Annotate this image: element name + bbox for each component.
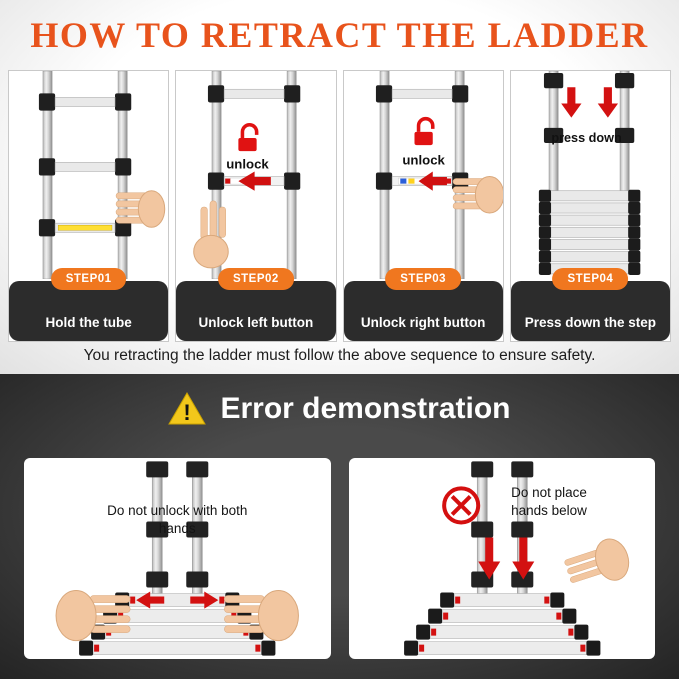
hand-illustration [55,590,131,642]
error-text: Do not place hands below [511,485,587,519]
unlock-label: unlock [227,156,270,171]
steps-row: STEP01 Hold the tube [8,70,671,342]
collapsed-steps [403,592,600,656]
error-section: ! Error demonstration [0,374,679,679]
step-badge: STEP01 [50,268,127,290]
step4-illustration: press down [511,71,670,279]
hand-illustration [224,590,299,642]
error-text: Do not unlock with both hands [107,503,248,537]
error-panel-1: Do not unlock with both hands [24,458,331,659]
step1-illustration [9,71,168,279]
step-caption-block: STEP04 Press down the step [510,268,670,341]
ladder-illustration: unlock [375,71,503,279]
press-down-label: press down [551,131,621,145]
page-title: HOW TO RETRACT THE LADDER [30,15,649,55]
error-heading: ! Error demonstration [0,374,679,426]
arrow-down-icon [477,537,500,580]
step-caption: Press down the step [524,315,657,330]
step-panel-1: STEP01 Hold the tube [8,70,170,342]
hand-illustration [115,190,166,228]
ladder-illustration [403,461,629,656]
ladder-illustration: press down [538,71,641,275]
collapsed-steps [538,189,641,275]
step-badge: STEP02 [217,268,294,290]
step-caption: Unlock right button [360,315,486,330]
warning-icon: ! [168,392,207,425]
step-badge: STEP04 [552,268,629,290]
step-panel-4: press down STEP04 Pr [509,70,671,342]
ladder-illustration [38,71,166,279]
hand-illustration [452,176,503,214]
error-panels: Do not unlock with both hands [24,458,655,659]
unlock-icon [413,116,435,146]
step-badge: STEP03 [385,268,462,290]
ladder-illustration: unlock [193,71,301,279]
prohibition-icon [441,486,480,525]
hand-illustration [193,200,229,269]
step-caption: Unlock left button [198,315,314,330]
arrow-down-icon [597,87,618,118]
step-caption-block: STEP03 Unlock right button [343,268,503,341]
arrow-down-icon [560,87,582,118]
unlock-icon [238,123,259,152]
svg-text:!: ! [184,400,191,425]
safety-note: You retracting the ladder must follow th… [83,347,596,364]
step-panel-3: unlock STEP03 Unlock right button [342,70,504,342]
step2-illustration: unlock [176,71,335,279]
step-caption-block: STEP01 Hold the tube [9,268,169,341]
hand-illustration [563,538,629,583]
error-panel-2: Do not place hands below [348,458,655,659]
arrow-left-icon [418,171,447,191]
step3-illustration: unlock [344,71,503,279]
retract-section: HOW TO RETRACT THE LADDER [0,0,679,374]
error-section-title: Error demonstration [220,392,511,425]
ladder-illustration [55,461,299,656]
step-caption: Hold the tube [45,315,132,330]
unlock-label: unlock [402,152,445,167]
arrow-down-icon [511,537,534,580]
arrow-left-icon [238,171,272,191]
arrow-right-icon [190,591,219,609]
arrow-left-icon [136,591,165,609]
step-panel-2: unlock STEP02 Unlock left button [175,70,337,342]
step-caption-block: STEP02 Unlock left button [176,268,336,341]
